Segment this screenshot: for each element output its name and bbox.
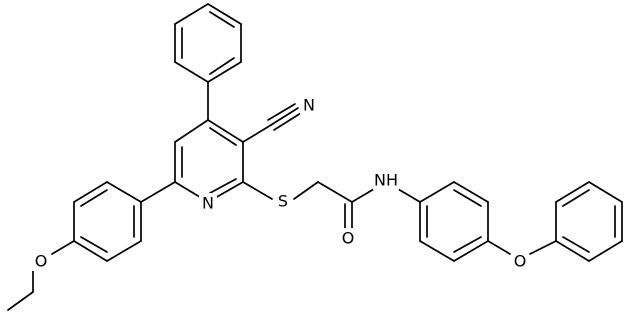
bond-c3-cn <box>242 124 272 143</box>
thioacetamide-chain <box>242 181 421 229</box>
ethoxyphenyl-ring <box>73 181 176 262</box>
phenyl-top-bond-1 <box>174 61 209 83</box>
label-bg-pyridine-n <box>199 193 217 213</box>
phenyl-top-bond-3 <box>174 3 209 25</box>
bond-c6-aryl <box>140 181 176 203</box>
phenoxy-phenyl-bond-5 <box>588 240 623 262</box>
atom-label-ether-o-phenoxy: O <box>514 252 527 271</box>
bond-c5-c4 <box>174 119 209 143</box>
phenyl-top-inner-3 <box>209 57 235 75</box>
atom-label-nitrile-n: N <box>303 96 315 115</box>
phenoxy-group <box>487 181 623 262</box>
nitrile-group <box>242 103 302 143</box>
label-bg-nitrile-n <box>300 95 318 115</box>
label-bg-amide-nh <box>373 170 399 190</box>
ethoxyphenyl-inner-2 <box>80 236 108 253</box>
bond-s-ch2 <box>293 181 319 200</box>
phenoxy-phenyl-inner-1 <box>562 189 590 207</box>
label-bg-ether-o-ethoxy <box>32 251 50 271</box>
bond-c2-n-inner <box>209 178 237 194</box>
bond-nh-aryl <box>397 188 421 203</box>
bond-co-nh <box>351 188 375 203</box>
phenyl-ring-top <box>174 3 242 121</box>
bond-aryl-o <box>51 240 75 255</box>
atom-label-carbonyl-o: O <box>342 229 355 248</box>
bond-c2-s <box>242 181 273 200</box>
atom-label-ether-o-ethoxy: O <box>35 252 48 271</box>
ethoxyphenyl-inner-1 <box>80 189 108 207</box>
bond-ch2-ch3 <box>7 291 34 311</box>
phenyl-top-inner-2 <box>209 11 235 28</box>
atom-label-thioether-s: S <box>278 192 288 211</box>
phenoxy-phenyl-bond-6 <box>555 240 590 262</box>
bond-triple-2 <box>267 103 296 121</box>
phenoxyphenyl-bond-2 <box>453 181 489 203</box>
phenoxyphenyl-bond-5 <box>419 240 455 262</box>
atom-labels: N N S O NH O O <box>32 95 529 271</box>
label-bg-thioether-s <box>274 191 292 211</box>
bond-aryl-o-phenoxy <box>487 240 511 255</box>
phenoxyphenyl-bond-1 <box>419 181 455 203</box>
phenoxy-phenyl-inner-3 <box>562 236 590 253</box>
phenyl-top-bond-6 <box>207 61 242 83</box>
atom-label-pyridine-n: N <box>202 194 214 213</box>
phenoxyphenyl-bond-4 <box>453 240 489 262</box>
bond-o-phenyl <box>529 240 557 255</box>
bond-ch2-co <box>317 181 353 203</box>
pyridine-ring <box>174 119 244 203</box>
ethoxyphenyl-bond-1 <box>106 181 142 203</box>
phenoxy-phenyl-bond-3 <box>588 181 623 203</box>
phenyl-top-bond-4 <box>207 3 242 25</box>
label-bg-carbonyl-o <box>339 228 357 248</box>
atom-label-amide-nh: NH <box>374 171 398 190</box>
phenoxyphenyl-inner-2 <box>453 236 482 253</box>
bond-triple-1 <box>270 107 299 126</box>
ethoxyphenyl-bond-2 <box>73 181 108 203</box>
ethoxyphenyl-bond-4 <box>73 240 108 262</box>
bond-c4-c3-inner <box>209 127 237 146</box>
phenoxy-phenyl-bond-2 <box>555 181 590 203</box>
bond-triple-3 <box>273 112 302 131</box>
bond-c4-c3 <box>207 119 244 143</box>
ethoxyphenyl-bond-5 <box>106 240 142 262</box>
phenoxyphenyl-inner-1 <box>453 189 482 207</box>
label-bg-ether-o-phenoxy <box>511 251 529 271</box>
phenoxyphenyl-ring <box>419 181 489 262</box>
